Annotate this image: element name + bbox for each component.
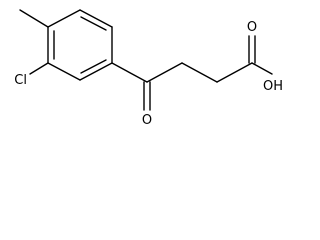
methyl-bond [19, 9, 49, 28]
chemical-structure: Cl O O OH [14, 9, 283, 128]
ketone-oxygen-label: O [142, 113, 152, 128]
chain-bond [216, 62, 253, 83]
acid-carbonyl-oxygen-label: O [247, 20, 257, 35]
ring-bond [47, 9, 81, 28]
hydroxyl-bond [251, 62, 273, 75]
benzene-ring [47, 9, 113, 81]
ring-bond [79, 62, 113, 81]
ring-double-bond [80, 16, 107, 31]
hydroxyl-label: OH [263, 79, 283, 94]
chlorine-bond [29, 62, 49, 75]
chain-bond [181, 62, 218, 83]
chain-bond [146, 62, 183, 83]
ring-bond [79, 9, 113, 28]
ring-bond [47, 62, 81, 81]
chlorine-label: Cl [14, 73, 27, 88]
chain-bond [111, 62, 148, 83]
ring-double-bond [80, 59, 107, 74]
